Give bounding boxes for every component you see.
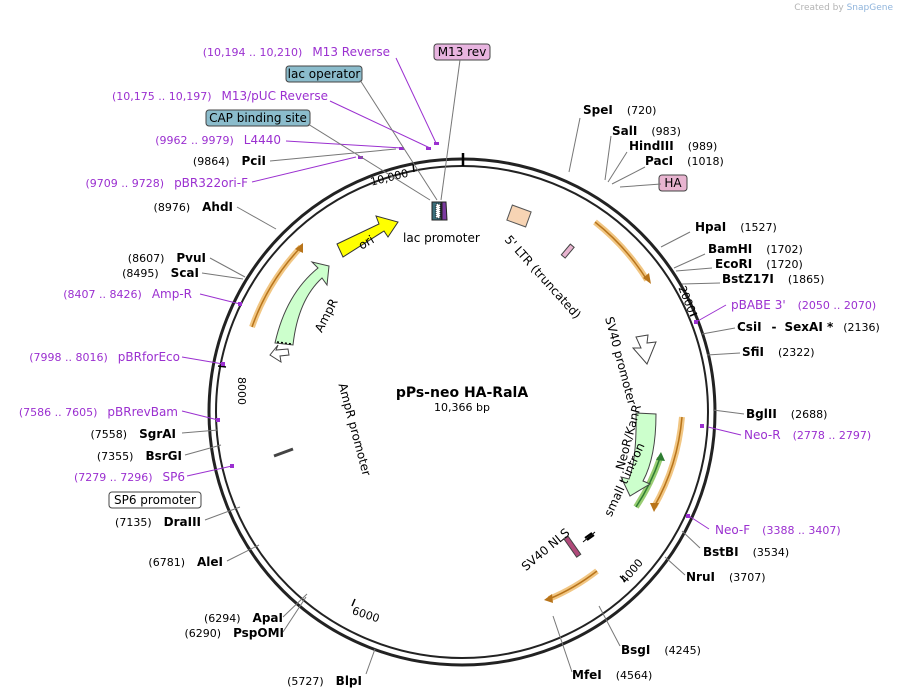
plasmid-name: pPs-neo HA-RalA [396,385,529,401]
m13rev-box-label: M13 rev [438,45,487,59]
neor-arrow [620,412,657,497]
ltr-box [506,204,532,228]
primer-l4440: (9962 .. 9979)L4440 [155,133,281,147]
sp6-promoter-box [108,491,202,509]
m13rev-box [433,43,491,61]
enzyme-bamhi: BamHI(1702) [708,242,803,256]
enzyme-bstbi: BstBI(3534) [703,545,789,559]
cap-box-label: CAP binding site [209,111,307,125]
arc-neo-right-line [653,416,683,508]
tick-mark-2000 [689,312,698,317]
tick-label-8000: 8000 [235,377,248,405]
enzyme-draiii: (7135)DraIII [115,515,201,529]
ampr-promoter-label: AmpR promoter [335,382,373,478]
enzyme-leaders [181,117,745,675]
tick-mark-10000 [412,163,415,173]
cap-box [205,109,311,127]
primer-neo-f: Neo-F(3388 .. 3407) [715,523,841,537]
enzyme-ecori: EcoRI(1720) [715,257,803,271]
m13rev-shape [441,201,448,221]
enzyme-pspomi: (6290)PspOMI [184,626,284,640]
primer-sp6: (7279 .. 7296)SP6 [74,470,185,484]
sv40-nls-label: SV40 NLS [519,525,573,573]
tick-label-4000: 4000 [618,556,646,586]
enzyme-pvui: (8607)PvuI [128,251,206,265]
sp6-promoter-arrow [273,447,294,458]
arc-sv40-bottom-arrow [544,594,553,603]
plasmid-length: 10,366 bp [434,401,490,414]
enzyme-scai: (8495)ScaI [122,266,199,280]
primer-pbrrevbam: (7586 .. 7605)pBRrevBam [19,405,178,419]
tick-mark-4000 [619,575,626,582]
enzyme-spei: SpeI(720) [583,103,656,117]
ori-arrow [336,215,399,258]
primer-amp-r: (8407 .. 8426)Amp-R [63,287,192,301]
tick-label-6000: 6000 [350,604,381,625]
enzyme-ahdi: (8976)AhdI [154,200,233,214]
lac-operator-box [285,65,363,83]
tick-label-2000: 2000 [676,284,699,315]
tick-mark-8000 [217,365,227,368]
snapgene-credit: Created by SnapGene [794,3,893,13]
arc-neo-right-arrow [650,503,659,512]
enzyme-apai: (6294)ApaI [204,611,283,625]
ha-marker [560,243,575,259]
enzyme-mfei: MfeI(4564) [572,668,652,682]
enzyme-bstz17i: BstZ17I(1865) [722,272,824,286]
lac-promoter-label: lac promoter [403,231,480,245]
primer-leaders [181,57,742,530]
box-leaders [307,59,662,201]
primer-neo-r: Neo-R(2778 .. 2797) [744,428,871,442]
enzyme-pcii: (9864)PciI [193,154,266,168]
lac-operator-box-label: lac operator [288,67,361,81]
enzyme-blpi: (5727)BlpI [287,674,362,688]
enzyme-bglii: BglII(2688) [746,407,827,421]
sv40-promoter-label: SV40 promoter [602,315,639,406]
arc-ha-ralA-line [594,221,648,281]
arc-neo-green-arrow [656,452,665,461]
small-t-intron-mark [582,531,596,543]
arc-ampr-left-line [251,246,302,328]
primer-pbr322ori-f: (9709 .. 9728)pBR322ori-F [86,176,249,190]
primer-m13-puc-reverse: (10,175 .. 10,197)M13/pUC Reverse [112,89,328,103]
small-t-intron-shape [584,532,595,541]
ampr-dash [276,341,293,345]
ampr-promoter-arrow [269,344,290,364]
enzyme-bsrgi: (7355)BsrGI [97,449,182,463]
primer-pbrforeco: (7998 .. 8016)pBRforEco [29,350,180,364]
enzyme-hindiii: HindIII(989) [629,139,717,153]
sv40-promoter-arrow [631,334,657,365]
ori-label: ori [356,232,377,252]
tick-mark-6000 [351,598,356,607]
enzyme-sfii: SfiI(2322) [742,345,815,359]
arc-ha-ralA-arrow [643,273,651,284]
tick-label-10000: 10,000 [369,167,410,189]
primer-pbabe-3: pBABE 3'(2050 .. 2070) [731,298,876,312]
enzyme-paci: PacI(1018) [645,154,724,168]
enzyme-sgrai: (7558)SgrAI [91,427,176,441]
enzyme-hpai: HpaI(1527) [695,220,777,234]
enzyme-alei: (6781)AleI [148,555,223,569]
enzyme-sali: SalI(983) [612,124,681,138]
ampr-label: AmpR [312,296,341,334]
sp6-promoter-box-label: SP6 promoter [114,493,196,507]
arc-sv40-bottom [547,568,599,602]
ha-box [658,174,688,192]
ampr-arrow [274,261,330,346]
enzyme-csii: CsiI-SexAI *(2136) [737,320,880,334]
primer-markers [216,142,704,518]
sv40-nls-shape [563,535,582,558]
arc-ampr-left-arrow [295,243,303,253]
lac-operator-shape [435,203,441,219]
primer-m13-reverse: (10,194 .. 10,210)M13 Reverse [203,45,390,59]
enzyme-nrui: NruI(3707) [686,570,766,584]
ha-box-label: HA [664,176,682,190]
enzyme-bsgi: BsgI(4245) [621,643,701,657]
